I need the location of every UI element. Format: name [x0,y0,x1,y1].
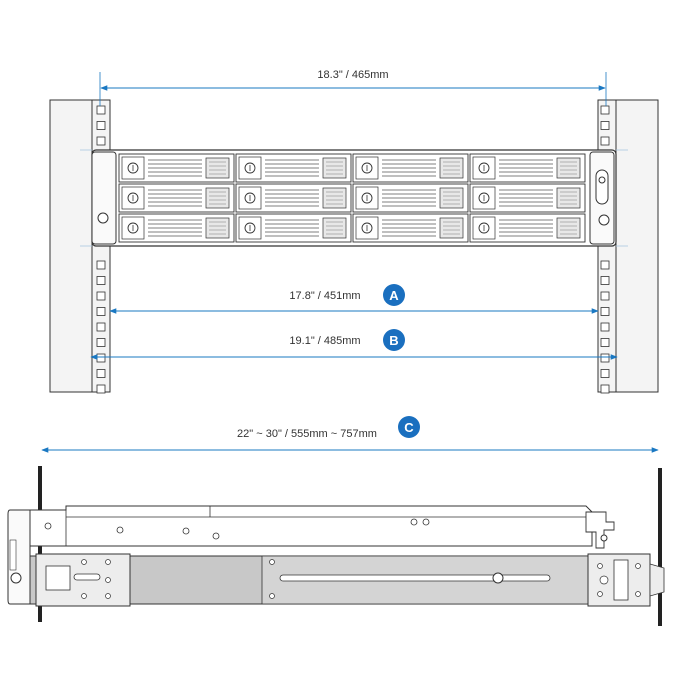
badge-a-letter: A [389,288,399,303]
drive-bay [352,183,469,213]
post-hole [96,105,106,115]
left-post-holes [96,105,106,394]
post-hole [600,121,610,130]
chassis-side [7,505,615,605]
drive-bay [118,183,235,213]
side-view: 22" ~ 30" / 555mm ~ 757mm C [7,416,665,626]
dimension-b-label: 19.1" / 485mm [289,335,360,347]
post-hole [96,136,106,146]
drive-bay [352,213,469,243]
post-hole [600,338,610,347]
drive-bay [469,183,586,213]
badge-c-circle [398,416,420,438]
badge-a-circle [383,284,405,306]
post-hole [600,291,610,301]
post-hole [600,353,610,363]
post-hole [600,105,610,115]
post-hole [96,121,106,130]
badge-b-circle [383,329,405,351]
mounting-rail [29,553,665,607]
dimension-a: 17.8" / 451mm A [109,284,599,314]
post-hole [600,369,610,378]
post-hole [600,136,610,146]
dimension-c-label: 22" ~ 30" / 555mm ~ 757mm [237,428,377,440]
drive-bay [235,213,352,243]
dimension-a-label: 17.8" / 451mm [289,290,360,302]
drive-bay [235,183,352,213]
overall-width-label: 18.3" / 465mm [317,69,388,81]
drive-bay-grid [118,153,586,243]
post-hole [600,260,610,270]
post-hole [96,322,106,332]
overall-width-dimension: 18.3" / 465mm [99,69,607,106]
dimension-b: 19.1" / 485mm B [90,329,618,360]
drive-bay [118,153,235,183]
drive-bay [235,153,352,183]
post-hole [96,291,106,301]
dimension-c: 22" ~ 30" / 555mm ~ 757mm C [41,416,659,453]
reference-ticks [80,149,628,247]
post-hole [600,322,610,332]
post-hole [96,260,106,270]
post-hole [600,276,610,285]
right-mounting-ear [589,151,615,245]
post-hole [600,384,610,394]
drive-bay [469,153,586,183]
post-hole [96,307,106,316]
post-hole [96,276,106,285]
nas-chassis [91,149,617,247]
front-view: 18.3" / 465mm 17.8" / 451mm A 19.1" / 48… [49,69,659,394]
post-hole [96,353,106,363]
left-mounting-ear [91,151,117,245]
post-hole [96,384,106,394]
drive-bay [469,213,586,243]
badge-c-letter: C [404,420,414,435]
drive-bay [352,153,469,183]
post-hole [96,369,106,378]
post-hole [96,338,106,347]
drive-bay [118,213,235,243]
rear-rack-post-side [658,468,662,626]
badge-b-letter: B [389,333,398,348]
post-hole [600,307,610,316]
